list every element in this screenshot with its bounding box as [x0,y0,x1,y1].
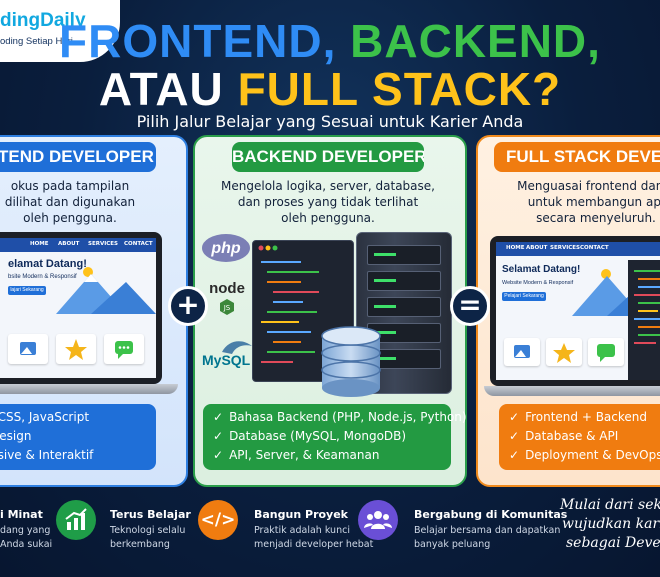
php-logo: php [202,234,250,262]
code-brackets-icon: </> [198,500,238,540]
database-icon [321,326,381,397]
fs-feature-card-star [546,338,582,366]
frontend-navbar: HOME ABOUT SERVICES CONTACT [0,238,156,252]
check-icon: ✓ [509,410,520,424]
fs-nav-about-link: ABOUT [526,245,548,251]
backend-tech-item: ✓Database (MySQL, MongoDB) [213,429,407,443]
fs-nav-contact-link: CONTACT [580,245,609,251]
fullstack-laptop: HOME ABOUT SERVICES CONTACT Selamat Data… [490,236,660,386]
fs-nav-services-link: SERVICES [550,245,581,251]
svg-text:JS: JS [223,304,231,312]
backend-tech-item: ✓Bahasa Backend (PHP, Node.js, Python) [213,410,467,424]
welcome-heading: elamat Datang! [8,258,87,270]
frontend-website-preview: HOME ABOUT SERVICES CONTACT elamat Datan… [0,238,156,378]
nav-home-link: HOME [30,241,49,247]
fs-feature-card-chat [588,338,624,366]
fs-welcome-heading: Selamat Datang! [502,264,581,275]
frontend-tech-item: nsive & Interaktif [0,448,94,462]
frontend-laptop: HOME ABOUT SERVICES CONTACT elamat Datan… [0,232,162,384]
check-icon: ✓ [213,410,224,424]
plus-operator: + [168,286,208,326]
backend-description: Mengelola logika, server, database,dan p… [221,179,435,225]
fs-nav-home-link: HOME [506,245,525,251]
frontend-tech-item: , CSS, JavaScript [0,410,90,424]
fullstack-heading: FULL STACK DEVELO [494,142,660,172]
nodejs-hexagon-icon: JS [220,299,234,315]
fullstack-tech-item: ✓Database & API [509,429,619,443]
fullstack-tech-list: ✓Frontend + Backend ✓Database & API ✓Dep… [499,404,660,470]
check-icon: ✓ [509,429,520,443]
tip-title: Bangun Proyek [254,508,348,521]
frontend-laptop-base [0,384,178,394]
backend-tech-item: ✓API, Server, & Keamanan [213,448,380,462]
closing-slogan: Mulai dari sek wujudkan kari sebagai Dev… [560,497,660,551]
equal-operator: = [450,286,490,326]
welcome-subtext: bsite Modern & Responsif [8,274,77,280]
check-icon: ✓ [213,429,224,443]
feature-card-chat [104,334,144,364]
fullstack-tech-item: ✓Frontend + Backend [509,410,648,424]
backend-tech-list: ✓Bahasa Backend (PHP, Node.js, Python) ✓… [203,404,467,470]
fs-feature-card-image [504,338,540,366]
fs-learn-now-button: Pelajari Sekarang [502,292,546,301]
feature-card-image [8,334,48,364]
tip-title: Bergabung di Komunitas [414,508,568,521]
nodejs-logo: node JS [202,280,252,318]
fullstack-navbar: HOME ABOUT SERVICES CONTACT [496,242,660,256]
fullstack-laptop-base [484,386,660,396]
frontend-tech-item: Design [0,429,32,443]
learn-now-button: lajari Sekarang [8,286,46,295]
nav-services-link: SERVICES [88,241,119,247]
fullstack-website-preview: HOME ABOUT SERVICES CONTACT Selamat Data… [496,242,660,380]
frontend-tech-list: , CSS, JavaScript Design nsive & Interak… [0,404,156,470]
page-subtitle: Pilih Jalur Belajar yang Sesuai untuk Ka… [136,112,524,131]
fullstack-tech-item: ✓Deployment & DevOps [509,448,660,462]
brand-badge [0,0,120,62]
check-icon: ✓ [509,448,520,462]
tip-title: Terus Belajar [110,508,191,521]
dolphin-icon [222,341,252,354]
page-title-line2: ATAU FULL STACK? [98,63,562,115]
brand-tagline: oding Setiap Hari [0,36,73,47]
fs-code-panel [628,260,660,380]
feature-card-star [56,334,96,364]
community-icon [358,500,398,540]
check-icon: ✓ [213,448,224,462]
nav-about-link: ABOUT [58,241,80,247]
server-rack [356,232,452,394]
fs-welcome-subtext: Website Modern & Responsif [502,280,574,286]
tip-title: i Minat [0,508,43,521]
mountain-illustration [56,267,156,314]
backend-heading: BACKEND DEVELOPER [232,142,424,172]
frontend-heading: TEND DEVELOPER [0,142,156,172]
growth-chart-icon [56,500,96,540]
page-title-line1: FRONTEND, BACKEND, [59,15,601,67]
nav-contact-link: CONTACT [124,241,153,247]
mysql-logo: MySQL [202,338,254,370]
brand-name: dingDaily [0,10,86,31]
